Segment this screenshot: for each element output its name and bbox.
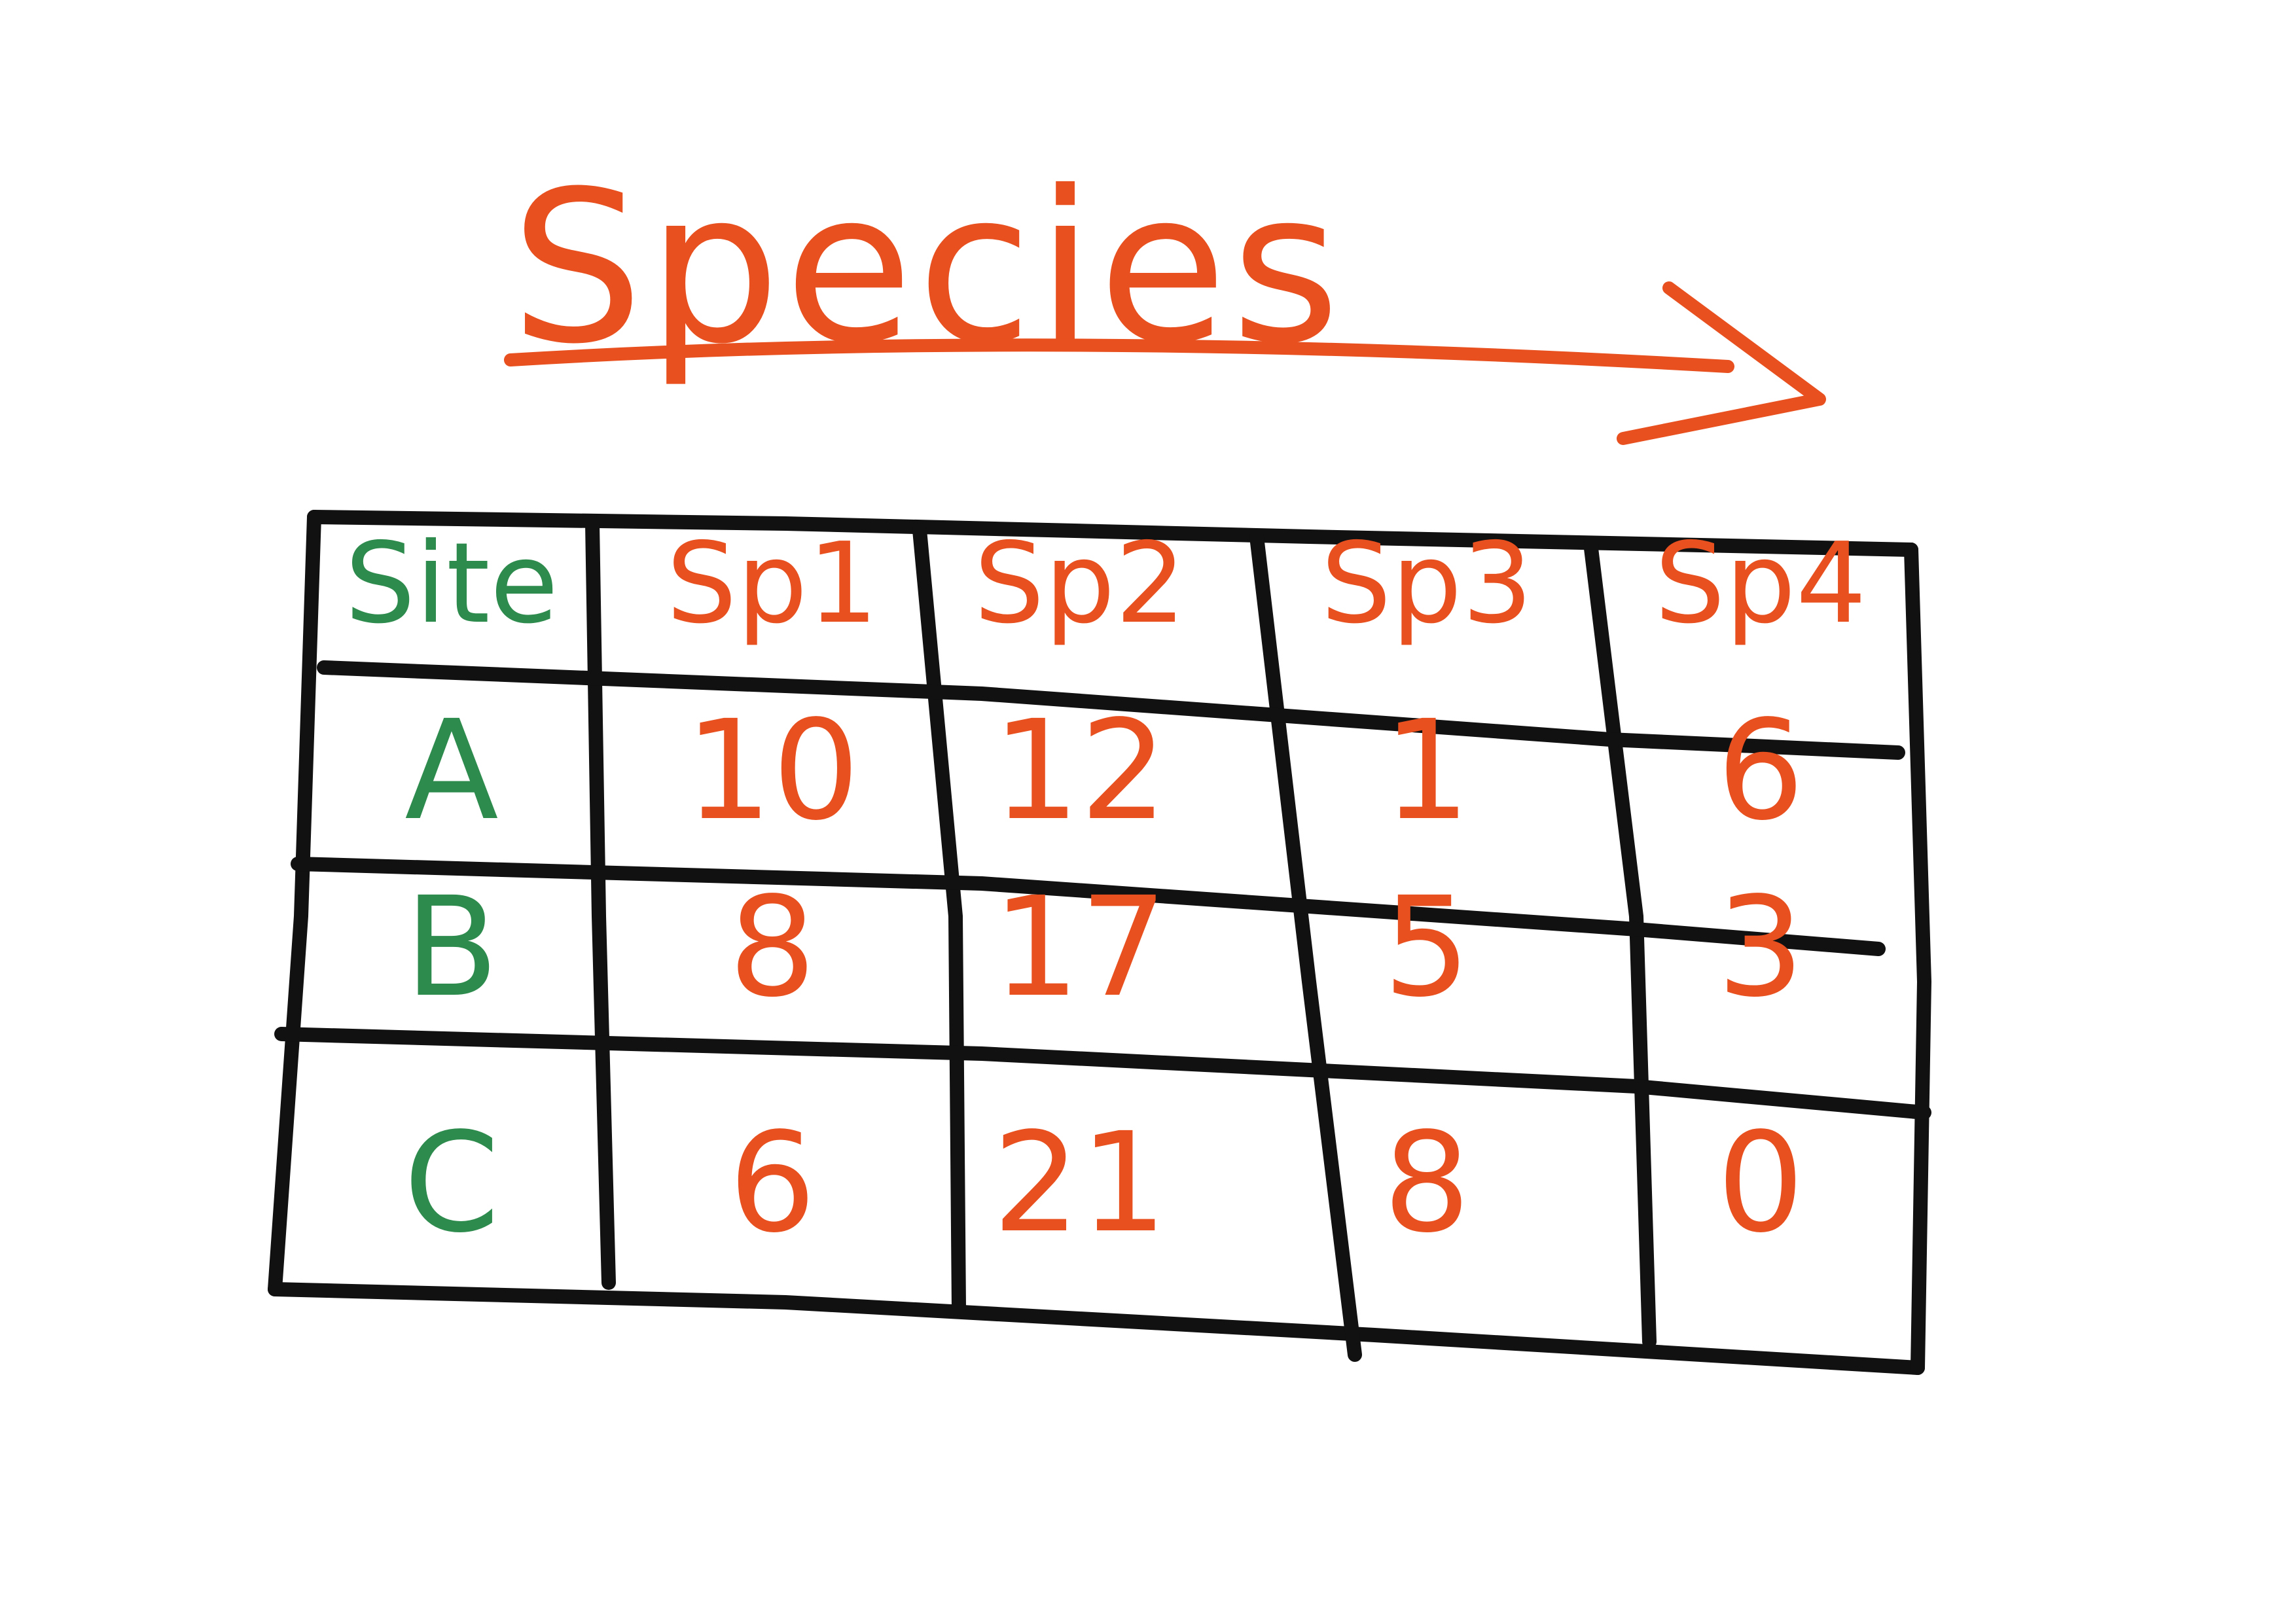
column-header-sp1: Sp1 xyxy=(666,519,878,649)
table-cell: 12 xyxy=(992,690,1167,851)
table-cell: 10 xyxy=(685,690,859,851)
row-label-site-b: B xyxy=(404,867,499,1027)
table-cell: 8 xyxy=(1383,1103,1471,1263)
column-header-sp4: Sp4 xyxy=(1655,519,1867,649)
column-header-sp3: Sp3 xyxy=(1321,519,1533,649)
table-grid xyxy=(268,510,1931,1375)
table-cell: 3 xyxy=(1717,867,1804,1027)
table-cell: 17 xyxy=(992,867,1167,1027)
table-cell: 5 xyxy=(1383,867,1471,1027)
table-cell: 0 xyxy=(1717,1103,1804,1263)
table-cell: 8 xyxy=(728,867,816,1027)
table-cell: 1 xyxy=(1383,690,1471,851)
table-cell: 21 xyxy=(992,1103,1167,1263)
row-label-site-a: A xyxy=(404,690,499,851)
arrow-right-icon xyxy=(504,281,1826,445)
row-label-site-c: C xyxy=(404,1103,500,1263)
table-cell: 6 xyxy=(1717,690,1804,851)
column-header-site: Site xyxy=(345,519,558,649)
table-cell: 6 xyxy=(728,1103,816,1263)
column-header-sp2: Sp2 xyxy=(974,519,1186,649)
